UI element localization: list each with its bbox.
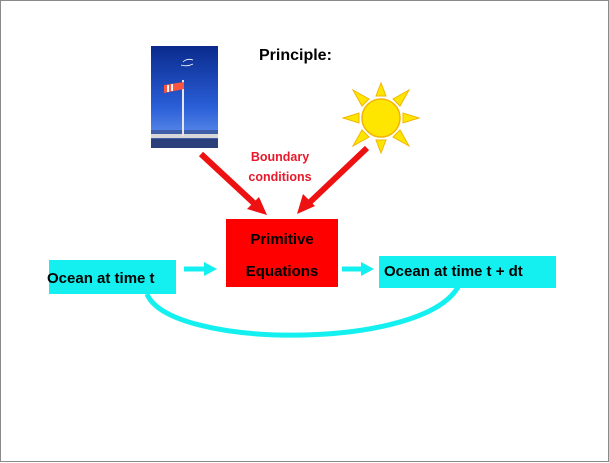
arrow-windsock-to-equations <box>198 151 267 215</box>
feedback-loop-arrow <box>144 285 461 338</box>
ocean-time-t-dt-label: Ocean at time t + dt <box>384 263 523 280</box>
arrow-equations-to-ocean-dt <box>342 262 374 276</box>
primitive-equations-box: Primitive Equations <box>226 219 338 287</box>
page-title: Principle: <box>259 47 332 64</box>
ocean-time-t-dt-box: Ocean at time t + dt <box>379 256 556 288</box>
ocean-time-t-box: Ocean at time t <box>47 260 176 294</box>
windsock-photo <box>151 46 218 148</box>
arrow-ocean-t-to-equations <box>184 262 217 276</box>
arrow-sun-to-equations <box>297 145 370 214</box>
sun-icon <box>341 82 421 154</box>
boundary-label-line2: conditions <box>248 170 312 184</box>
primitive-label-line2: Equations <box>245 263 319 280</box>
boundary-conditions-label: Boundary conditions <box>230 147 330 187</box>
boundary-label-line1: Boundary <box>250 150 310 164</box>
primitive-label-line1: Primitive <box>250 231 314 248</box>
ocean-time-t-label: Ocean at time t <box>47 270 155 287</box>
